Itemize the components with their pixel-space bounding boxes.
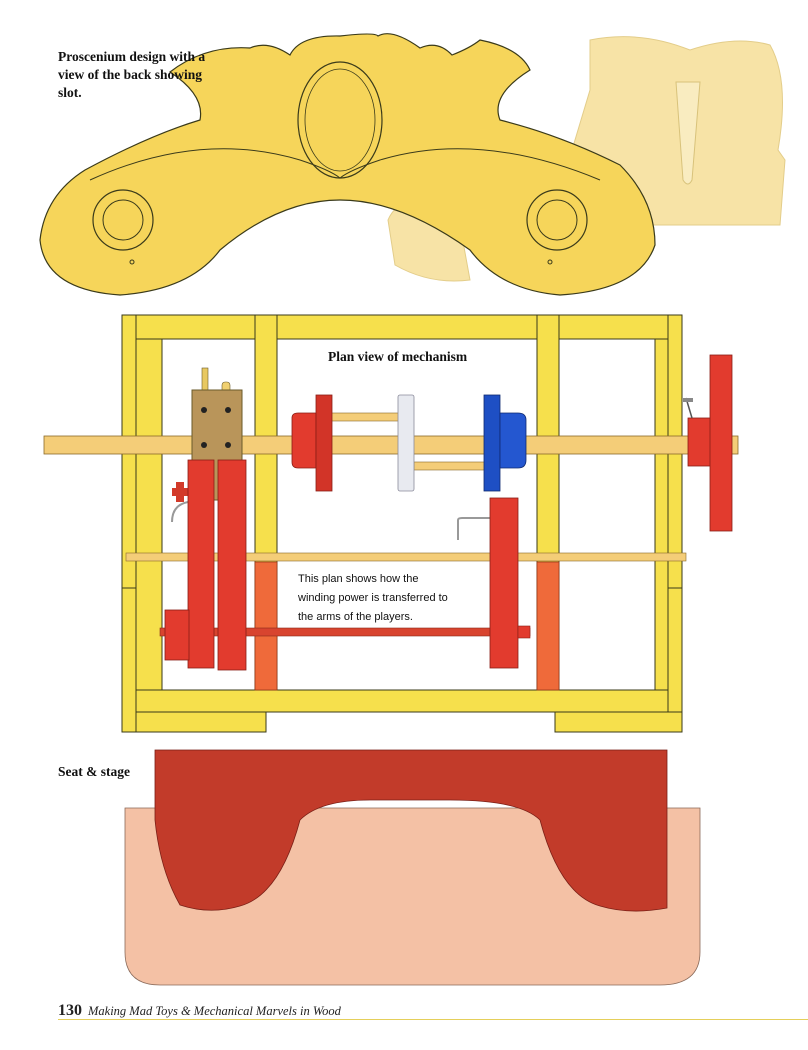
seat-stage: [124, 749, 701, 986]
cams: [291, 394, 527, 492]
slot-shape: [675, 81, 701, 185]
plan-view-title: Plan view of mechanism: [328, 349, 468, 364]
book-title: Making Mad Toys & Mechanical Marvels in …: [88, 1004, 341, 1018]
mechanism-frame: [121, 314, 683, 733]
proscenium-caption: Proscenium design with a view of the bac…: [58, 49, 206, 100]
orange-posts: [254, 561, 560, 691]
proscenium-front: [39, 33, 656, 296]
red-arms: [164, 459, 247, 671]
right-arm: [457, 497, 531, 669]
winder-wheel: [683, 354, 733, 532]
seat-stage-caption: Seat & stage: [58, 764, 130, 779]
page-footer: 130 Making Mad Toys & Mechanical Marvels …: [58, 1002, 341, 1020]
page-number: 130: [58, 1002, 82, 1019]
footer-rule: [58, 1019, 808, 1020]
plan-view-note: This plan shows how the winding power is…: [298, 573, 448, 623]
